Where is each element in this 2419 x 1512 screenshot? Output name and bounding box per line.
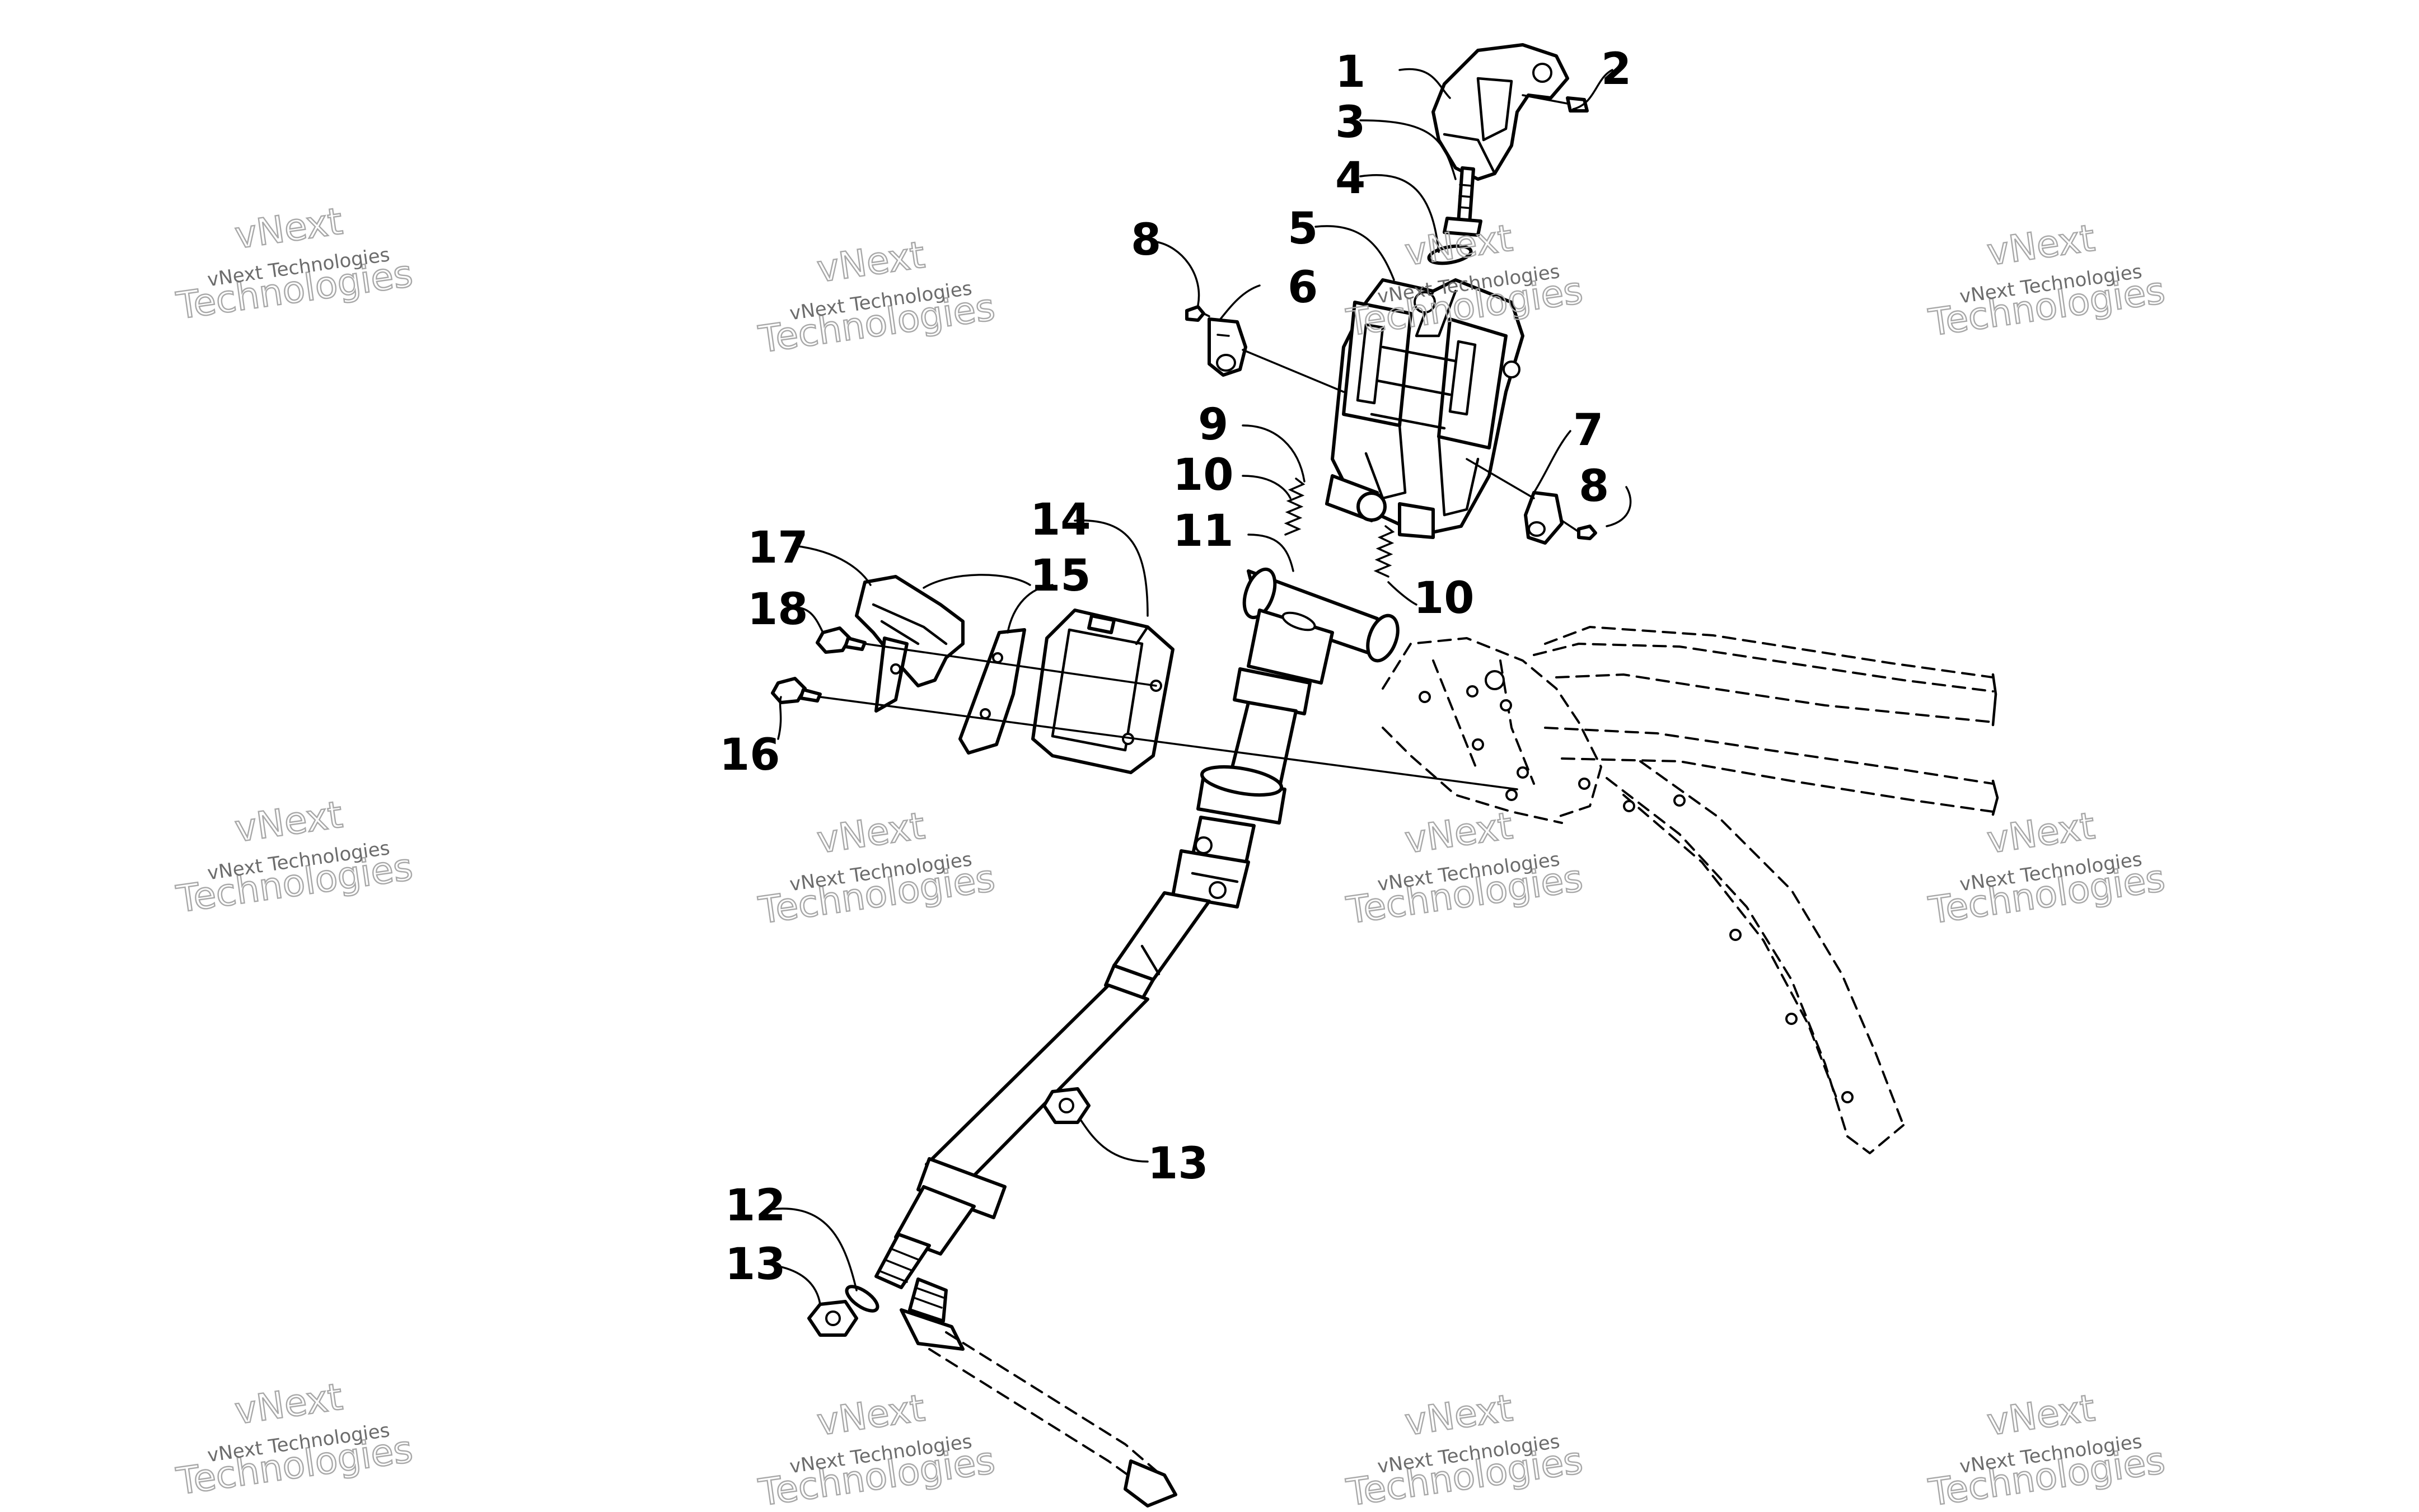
watermark: vNext Technologies vNext Technologies [755, 1385, 998, 1512]
callout-10a: 10 [1173, 450, 1234, 500]
callout-5: 5 [1288, 204, 1318, 254]
callout-13a: 13 [1148, 1139, 1209, 1189]
watermark: vNext Technologies vNext Technologies [1925, 803, 2168, 933]
svg-text:vNext: vNext [815, 233, 928, 291]
callout-13b: 13 [725, 1239, 786, 1290]
svg-text:vNext: vNext [1402, 1386, 1515, 1444]
callout-7: 7 [1573, 405, 1603, 456]
callout-14: 14 [1030, 495, 1091, 545]
callout-15: 15 [1030, 551, 1091, 601]
cover-cap [771, 575, 1518, 790]
callout-10b: 10 [1414, 573, 1475, 624]
watermark: vNext Technologies vNext Technologies [173, 199, 416, 328]
watermark: vNext Technologies vNext Technologies [755, 803, 998, 933]
callout-12: 12 [725, 1181, 786, 1231]
svg-text:vNext: vNext [1402, 216, 1515, 274]
leader-lines [771, 68, 1632, 1305]
callout-3: 3 [1335, 97, 1365, 148]
callout-17: 17 [747, 523, 808, 573]
callout-8b: 8 [1579, 461, 1609, 512]
svg-text:vNext: vNext [1985, 216, 2098, 274]
callout-18: 18 [747, 584, 808, 635]
svg-text:vNext: vNext [815, 1386, 928, 1444]
watermark: vNext Technologies vNext Technologies [1343, 1385, 1586, 1512]
watermark: vNext Technologies vNext Technologies [1343, 803, 1586, 933]
tilt-bracket [1325, 278, 1524, 539]
frame-outline [1382, 626, 1999, 1154]
callout-6: 6 [1288, 263, 1318, 313]
washer-and-nut [807, 1285, 879, 1337]
cap-left [1185, 305, 1345, 393]
svg-text:vNext: vNext [232, 199, 345, 257]
steering-shaft [874, 567, 1400, 1289]
callout-8a: 8 [1131, 215, 1161, 265]
handle-lever [1427, 43, 1589, 265]
svg-text:vNext: vNext [1985, 804, 2098, 862]
callout-1: 1 [1335, 47, 1365, 97]
watermark: vNext Technologies vNext Technologies [1343, 216, 1586, 345]
callout-11: 11 [1173, 506, 1234, 556]
springs [1284, 478, 1395, 578]
watermark: vNext Technologies vNext Technologies [755, 232, 998, 362]
svg-text:vNext: vNext [1985, 1386, 2098, 1444]
watermark: vNext Technologies vNext Technologies [1925, 1385, 2168, 1512]
cap-right [1466, 458, 1597, 545]
svg-text:vNext: vNext [232, 793, 345, 850]
svg-text:vNext: vNext [232, 1375, 345, 1433]
callout-16: 16 [719, 730, 780, 780]
watermark: vNext Technologies vNext Technologies [173, 1374, 416, 1504]
watermark: vNext Technologies vNext Technologies [173, 792, 416, 921]
svg-text:vNext: vNext [1402, 804, 1515, 862]
callout-9: 9 [1198, 400, 1228, 450]
watermark: vNext Technologies vNext Technologies [1925, 216, 2168, 345]
watermarks: vNext Technologies vNext Technologies vN… [173, 199, 2168, 1512]
callout-labels: 1 2 3 4 5 6 7 8 8 9 10 10 11 12 13 13 14… [719, 44, 1631, 1290]
callout-4: 4 [1335, 153, 1365, 204]
callout-2: 2 [1601, 44, 1631, 95]
tie-rod [900, 1277, 1177, 1508]
svg-text:vNext: vNext [815, 804, 928, 862]
